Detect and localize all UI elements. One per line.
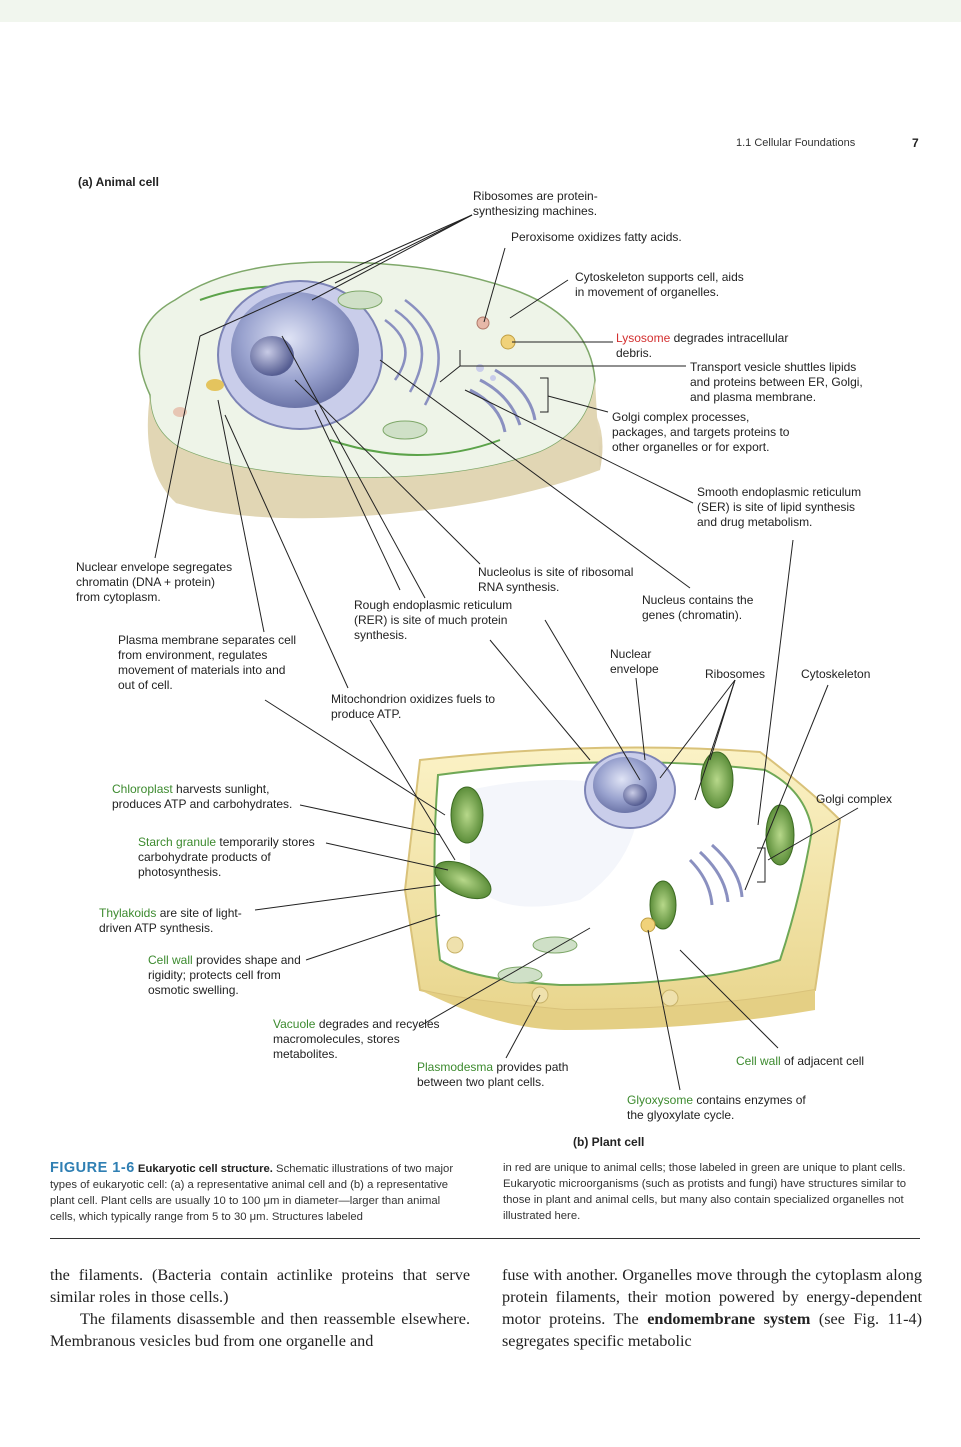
label-plant-nuclear-envelope: Nuclear envelope bbox=[610, 647, 659, 676]
label-plasma-membrane: Plasma membrane separates cell from envi… bbox=[118, 633, 297, 692]
label-cell-wall: Cell wall provides shape and rigidity; p… bbox=[148, 953, 301, 998]
body-right-paragraph: fuse with another. Organelles move throu… bbox=[502, 1264, 922, 1352]
figure-caption-right: in red are unique to animal cells; those… bbox=[503, 1162, 907, 1222]
term-lysosome: Lysosome bbox=[616, 331, 671, 345]
panel-a-letter: (a) bbox=[78, 175, 93, 189]
label-chloroplast: Chloroplast harvests sunlight, produces … bbox=[112, 782, 292, 812]
label-smooth-er: Smooth endoplasmic reticulum (SER) is si… bbox=[697, 485, 862, 529]
label-thylakoids: Thylakoids are site of light- driven ATP… bbox=[99, 906, 242, 936]
label-cytoskeleton: Cytoskeleton supports cell, aids in move… bbox=[575, 270, 744, 299]
term-starch-granule: Starch granule bbox=[138, 835, 217, 849]
panel-a-title: Animal cell bbox=[95, 175, 159, 189]
label-nucleus: Nucleus contains the genes (chromatin). bbox=[642, 593, 754, 622]
label-mitochondrion: Mitochondrion oxidizes fuels to produce … bbox=[331, 692, 496, 721]
label-vacuole: Vacuole degrades and recycles macromolec… bbox=[273, 1017, 440, 1062]
label-lysosome-rest: degrades intracellular debris. bbox=[616, 331, 789, 360]
term-endomembrane-system: endomembrane system bbox=[647, 1310, 811, 1328]
label-transport-vesicle: Transport vesicle shuttles lipids and pr… bbox=[690, 360, 863, 404]
label-cell-wall-rest: provides shape and rigidity; protects ce… bbox=[148, 953, 301, 997]
label-adjacent-cell-wall-rest: of adjacent cell bbox=[780, 1054, 865, 1068]
body-right-text-b: (see Fig. 11-4) segregates specific meta… bbox=[502, 1310, 922, 1350]
term-glyoxysome: Glyoxysome bbox=[627, 1093, 694, 1107]
figure-caption-left: FIGURE 1-6 Eukaryotic cell structure. Sc… bbox=[50, 1160, 468, 1225]
body-right-text-a: fuse with another. Organelles move throu… bbox=[502, 1266, 922, 1328]
panel-b-title: Plant cell bbox=[591, 1135, 645, 1149]
label-vacuole-rest: degrades and recycles macromolecules, st… bbox=[273, 1017, 440, 1061]
animal-cell bbox=[138, 261, 603, 519]
label-starch-granule-rest: temporarily stores carbohydrate products… bbox=[138, 835, 315, 879]
body-left-paragraph-2: The filaments disassemble and then reass… bbox=[50, 1310, 470, 1350]
label-nuclear-envelope: Nuclear envelope segregates chromatin (D… bbox=[76, 560, 233, 604]
label-chloroplast-rest: harvests sunlight, produces ATP and carb… bbox=[112, 782, 293, 811]
label-adjacent-cell-wall: Cell wall of adjacent cell bbox=[736, 1054, 864, 1069]
page-top-band bbox=[0, 0, 961, 22]
label-peroxisome: Peroxisome oxidizes fatty acids. bbox=[511, 230, 682, 244]
plant-cell bbox=[403, 746, 842, 1030]
label-golgi-complex: Golgi complex processes, packages, and t… bbox=[612, 410, 790, 454]
term-plasmodesma: Plasmodesma bbox=[417, 1060, 494, 1074]
label-ribosomes-text: Ribosomes are protein- synthesizing mach… bbox=[473, 189, 598, 218]
term-cell-wall: Cell wall bbox=[148, 953, 193, 967]
term-chloroplast: Chloroplast bbox=[112, 782, 173, 796]
label-plant-ribosomes: Ribosomes bbox=[705, 667, 766, 681]
body-column-right: fuse with another. Organelles move throu… bbox=[502, 1264, 922, 1352]
animal-leader-lines bbox=[154, 214, 694, 689]
body-left-paragraph-1: the filaments. (Bacteria contain actinli… bbox=[50, 1266, 470, 1306]
running-head: 1.1 Cellular Foundations bbox=[736, 137, 856, 149]
caption-left-text: Schematic illustrations of two major typ… bbox=[50, 1163, 454, 1223]
label-plasmodesma: Plasmodesma provides path between two pl… bbox=[417, 1060, 568, 1090]
term-thylakoids: Thylakoids bbox=[99, 906, 157, 920]
label-nucleolus: Nucleolus is site of ribosomal RNA synth… bbox=[478, 565, 634, 594]
figure-number: FIGURE 1-6 bbox=[50, 1160, 135, 1176]
figure-title: Eukaryotic cell structure. bbox=[137, 1163, 273, 1175]
panel-a-label: (a) Animal cell bbox=[78, 175, 159, 189]
term-adjacent-cell-wall: Cell wall bbox=[736, 1054, 781, 1068]
plant-leader-lines bbox=[254, 539, 859, 1091]
label-plant-golgi: Golgi complex bbox=[816, 792, 893, 806]
label-ribosomes: Ribosomes are protein- synthesizing mach… bbox=[473, 189, 598, 219]
label-glyoxysome: Glyoxysome contains enzymes of the glyox… bbox=[627, 1093, 806, 1123]
term-vacuole: Vacuole bbox=[273, 1017, 316, 1031]
panel-b-letter: (b) bbox=[573, 1135, 589, 1149]
panel-b-label: (b) Plant cell bbox=[573, 1135, 644, 1149]
label-lysosome: Lysosome degrades intracellular debris. bbox=[616, 331, 788, 361]
label-glyoxysome-rest: contains enzymes of the glyoxylate cycle… bbox=[627, 1093, 806, 1122]
page-number: 7 bbox=[912, 136, 919, 150]
label-plant-cytoskeleton: Cytoskeleton bbox=[801, 667, 871, 681]
label-thylakoids-rest: are site of light- driven ATP synthesis. bbox=[99, 906, 242, 935]
body-column-left: the filaments. (Bacteria contain actinli… bbox=[50, 1264, 470, 1352]
label-plasmodesma-rest: provides path between two plant cells. bbox=[417, 1060, 569, 1089]
caption-rule bbox=[50, 1238, 920, 1239]
label-rough-er: Rough endoplasmic reticulum (RER) is sit… bbox=[354, 598, 513, 642]
label-starch-granule: Starch granule temporarily stores carboh… bbox=[138, 835, 315, 880]
